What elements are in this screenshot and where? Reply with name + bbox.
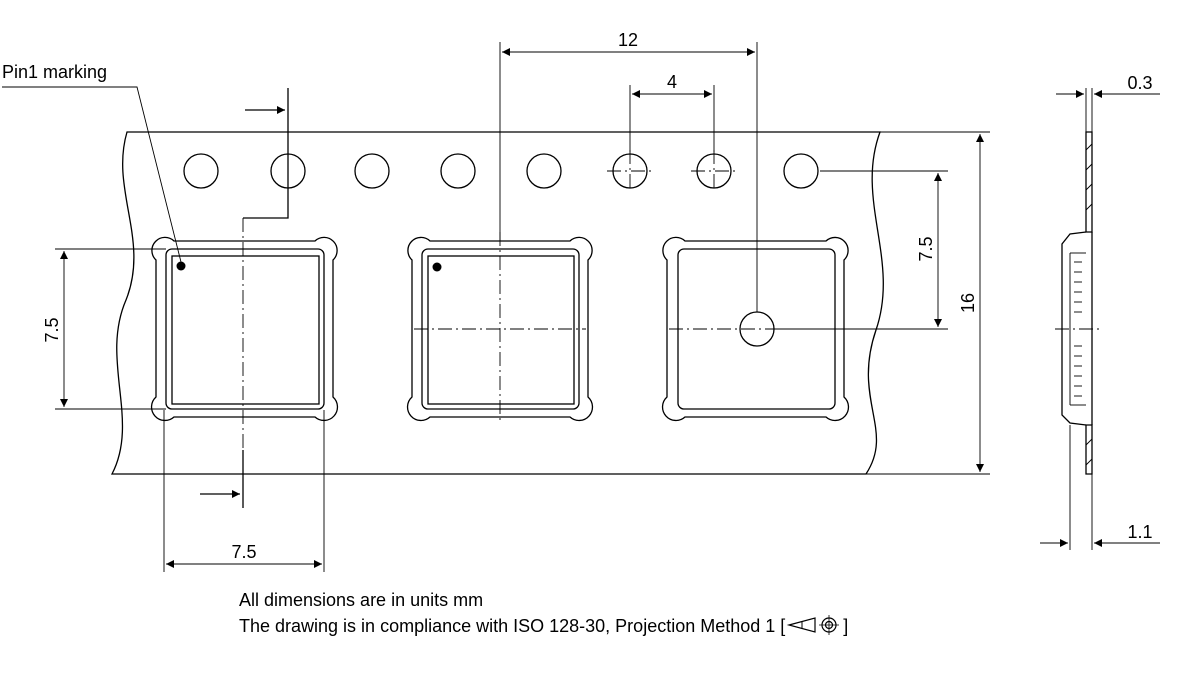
dim-pitch-label: 12 — [618, 30, 638, 50]
dim-pocket-height — [55, 248, 166, 410]
pin1-dot — [432, 262, 442, 272]
units-note: All dimensions are in units mm — [239, 590, 483, 611]
first-angle-projection-symbol-icon — [786, 615, 840, 635]
compliance-note: The drawing is in compliance with ISO 12… — [239, 615, 848, 637]
section-cut — [200, 88, 289, 508]
dim-pocket-depth-label: 1.1 — [1127, 522, 1152, 542]
side-view-pins — [1074, 261, 1082, 397]
dim-pocket-width-label: 7.5 — [231, 542, 256, 562]
pin1-marking-label: Pin1 marking — [2, 62, 107, 82]
pin1-leader — [2, 86, 182, 263]
dim-thickness-label: 0.3 — [1127, 73, 1152, 93]
dim-pocket-depth — [1040, 425, 1160, 550]
dim-thickness — [1056, 88, 1160, 132]
pin1-dot — [176, 261, 186, 271]
side-view-hatch — [1085, 143, 1093, 466]
dim-hole-pitch-label: 4 — [667, 72, 677, 92]
dim-hole-to-center — [775, 170, 948, 330]
hole-centerlines — [607, 150, 737, 192]
pocket-centerlines — [242, 218, 501, 450]
tape-outline — [110, 131, 884, 475]
dim-tape-width-label: 16 — [958, 293, 978, 313]
side-view — [1055, 131, 1100, 475]
units-note-text: All dimensions are in units mm — [239, 590, 484, 610]
compliance-note-prefix: The drawing is in compliance with ISO 12… — [239, 616, 786, 636]
dim-hole-to-center-label: 7.5 — [916, 236, 936, 261]
dim-hole-pitch — [629, 85, 715, 152]
dim-pitch — [499, 42, 758, 312]
dim-tape-width — [866, 131, 990, 475]
dim-pocket-height-label: 7.5 — [42, 317, 62, 342]
dim-pocket-width — [163, 410, 325, 572]
compliance-note-suffix: ] — [843, 616, 849, 636]
pocket-1 — [150, 236, 339, 422]
